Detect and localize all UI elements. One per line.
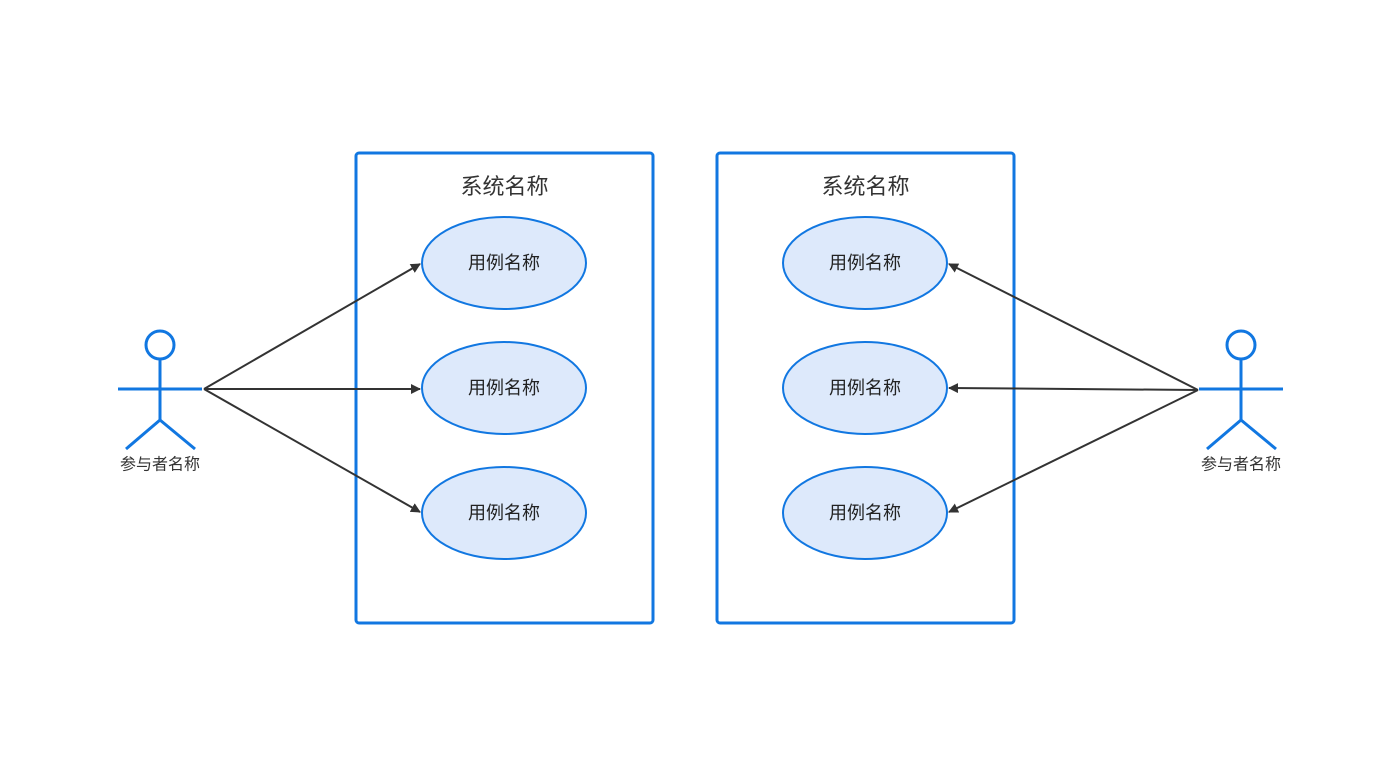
- associations-right: [948, 263, 1199, 513]
- actor-head: [1225, 329, 1257, 361]
- use-case-label: 用例名称: [829, 503, 901, 524]
- association-arrow[interactable]: [948, 383, 1199, 394]
- actor-head: [144, 329, 176, 361]
- actor-leg-left: [1206, 418, 1242, 451]
- association-arrow[interactable]: [203, 388, 421, 513]
- system-title: 系统名称: [460, 175, 548, 200]
- use-case-label: 用例名称: [829, 253, 901, 274]
- use-case-label: 用例名称: [829, 378, 901, 399]
- use-case-1-1[interactable]: 用例名称: [421, 216, 587, 310]
- use-case-ellipse: [421, 466, 587, 560]
- association-arrow[interactable]: [203, 263, 421, 390]
- actor-leg-right: [1240, 418, 1277, 451]
- use-case-2-2[interactable]: 用例名称: [782, 341, 948, 435]
- use-case-ellipse: [421, 216, 587, 310]
- actor-leg-left: [125, 418, 161, 451]
- use-case-1-3[interactable]: 用例名称: [421, 466, 587, 560]
- use-case-label: 用例名称: [468, 503, 540, 524]
- system-title: 系统名称: [821, 175, 909, 200]
- use-case-1-2[interactable]: 用例名称: [421, 341, 587, 435]
- use-case-label: 用例名称: [468, 378, 540, 399]
- actor-leg-right: [159, 418, 196, 451]
- actor-right[interactable]: 参与者名称: [1199, 329, 1283, 474]
- association-arrow[interactable]: [948, 389, 1199, 513]
- use-case-ellipse: [782, 216, 948, 310]
- use-case-2-1[interactable]: 用例名称: [782, 216, 948, 310]
- use-case-ellipse: [421, 341, 587, 435]
- association-arrow[interactable]: [948, 263, 1199, 391]
- actor-left[interactable]: 参与者名称: [118, 329, 202, 474]
- use-case-label: 用例名称: [468, 253, 540, 274]
- associations-left: [203, 263, 421, 513]
- use-case-ellipse: [782, 341, 948, 435]
- use-case-ellipse: [782, 466, 948, 560]
- actor-name: 参与者名称: [120, 455, 200, 474]
- use-case-2-3[interactable]: 用例名称: [782, 466, 948, 560]
- actor-name: 参与者名称: [1201, 455, 1281, 474]
